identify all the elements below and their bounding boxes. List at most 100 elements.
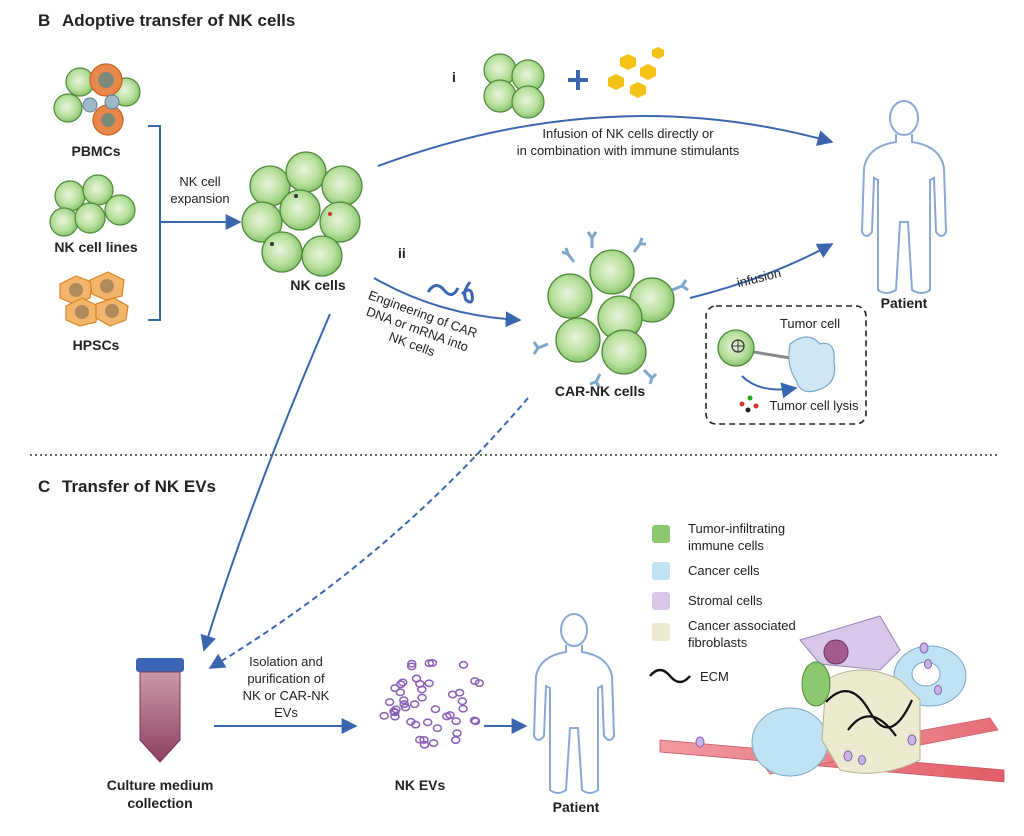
section-c-letter: C (38, 477, 50, 496)
ev-vesicle (397, 678, 408, 687)
car-construct-icon (426, 281, 474, 304)
source-bracket (148, 125, 161, 321)
legend-swatch-cancer-cells (652, 562, 670, 580)
ev-vesicle (384, 698, 395, 707)
ev-vesicle (458, 660, 469, 669)
route-i-numeral: i (452, 69, 456, 85)
ev-vesicle (395, 680, 406, 689)
section-c-title: Transfer of NK EVs (62, 477, 216, 496)
tumor-lysis-inset (705, 305, 867, 425)
patient-figure-bottom (532, 613, 616, 794)
ev-vesicle (419, 740, 430, 749)
ev-vesicle (450, 736, 461, 745)
expansion-label-line-1: NK cell (179, 174, 220, 189)
ev-vesicle (390, 684, 400, 693)
route-ii-numeral: ii (398, 245, 406, 261)
car-nk-cells-label: CAR-NK cells (555, 383, 645, 399)
ev-vesicle (379, 711, 389, 720)
ev-vesicle (422, 718, 433, 727)
lysis-arrow (741, 375, 798, 399)
legend-swatch-stromal-cells (652, 592, 670, 610)
patient-label-top: Patient (881, 295, 928, 311)
ev-vesicle (424, 659, 435, 668)
ev-vesicle (451, 717, 461, 726)
legend-label-tumor-infiltrating-2: immune cells (688, 538, 764, 553)
route-ii-arrow (373, 277, 522, 328)
tumor-microenvironment (659, 615, 1005, 783)
ev-vesicle (442, 712, 452, 721)
ev-vesicle (400, 703, 411, 712)
nk-cells-cluster (241, 151, 363, 277)
ev-vesicle (470, 677, 480, 686)
isolation-text-line-1: Isolation and (249, 654, 323, 669)
ev-vesicle (407, 659, 417, 668)
ecm-swatch (649, 668, 691, 684)
hpsc-cells (59, 271, 129, 327)
patient-label-bottom: Patient (553, 799, 600, 815)
isolation-text-line-4: EVs (274, 705, 298, 720)
source-label-hpscs: HPSCs (73, 337, 120, 353)
car-nk-to-culture-arrow (208, 397, 529, 669)
legend: Tumor-infiltrating immune cells Cancer c… (649, 521, 796, 684)
section-b-title: Adoptive transfer of NK cells (62, 11, 295, 30)
patient-figure-top (860, 100, 948, 294)
legend-label-tumor-infiltrating-1: Tumor-infiltrating (688, 521, 785, 536)
ev-vesicle (390, 712, 400, 721)
ev-vesicle (411, 674, 422, 683)
ev-vesicle (419, 735, 429, 744)
route-i-text-line-1: Infusion of NK cells directly or (542, 126, 714, 141)
source-label-pbmcs: PBMCs (71, 143, 120, 159)
legend-label-stromal-cells: Stromal cells (688, 593, 763, 608)
legend-swatch-fibroblasts (652, 623, 670, 641)
ev-vesicle (391, 705, 401, 714)
ev-vesicle (410, 720, 421, 729)
plus-icon (568, 70, 588, 90)
ev-vesicle (395, 688, 406, 697)
legend-label-fibroblasts-1: Cancer associated (688, 618, 796, 633)
infusion-label: infusion (735, 265, 782, 290)
ev-vesicle (458, 704, 468, 713)
ev-vesicle (428, 739, 439, 748)
tumor-lysis-label: Tumor cell lysis (769, 398, 859, 413)
ecm-label: ECM (700, 669, 729, 684)
car-nk-cells-cluster (532, 231, 689, 389)
source-label-nk-cell-lines: NK cell lines (54, 239, 137, 255)
tumor-cell-icon (788, 336, 836, 393)
legend-swatch-tumor-infiltrating (652, 525, 670, 543)
route-i-text-line-2: in combination with immune stimulants (517, 143, 740, 158)
receptor-binding (753, 350, 791, 360)
ev-vesicle (417, 693, 427, 702)
ev-vesicle (430, 705, 441, 714)
pbmc-cells (53, 63, 141, 136)
ev-vesicle (432, 724, 443, 733)
immune-stimulant-icon (608, 47, 664, 98)
expansion-label-line-2: expansion (170, 191, 229, 206)
nk-evs-label: NK EVs (395, 777, 446, 793)
culture-tube-icon (136, 658, 184, 763)
legend-label-fibroblasts-2: fibroblasts (688, 635, 748, 650)
route-i-nk-cells-icon (483, 53, 545, 119)
infusion-arrow (689, 243, 834, 299)
culture-label-line-2: collection (127, 795, 192, 811)
isolation-text-line-2: purification of (247, 671, 325, 686)
nk-evs-cloud (379, 658, 485, 749)
ev-vesicle (452, 729, 462, 738)
ev-vesicle (409, 700, 420, 709)
lysis-debris-icon (739, 395, 759, 413)
section-b-letter: B (38, 11, 50, 30)
car-nk-cell-icon (717, 329, 755, 367)
isolation-text-line-3: NK or CAR-NK (243, 688, 330, 703)
nk-cell-line-cells (49, 174, 136, 237)
ev-vesicle (406, 662, 417, 671)
ev-vesicle (457, 697, 468, 706)
ev-vesicle (399, 700, 409, 709)
culture-label-line-1: Culture medium (107, 777, 214, 793)
ev-vesicle (424, 679, 434, 688)
route-i-arrow (377, 115, 834, 167)
ev-vesicle (399, 696, 409, 705)
ev-vesicle (470, 717, 481, 726)
ev-vesicle (415, 735, 425, 744)
tumor-cell-label: Tumor cell (780, 316, 840, 331)
ev-vesicle (454, 688, 465, 697)
